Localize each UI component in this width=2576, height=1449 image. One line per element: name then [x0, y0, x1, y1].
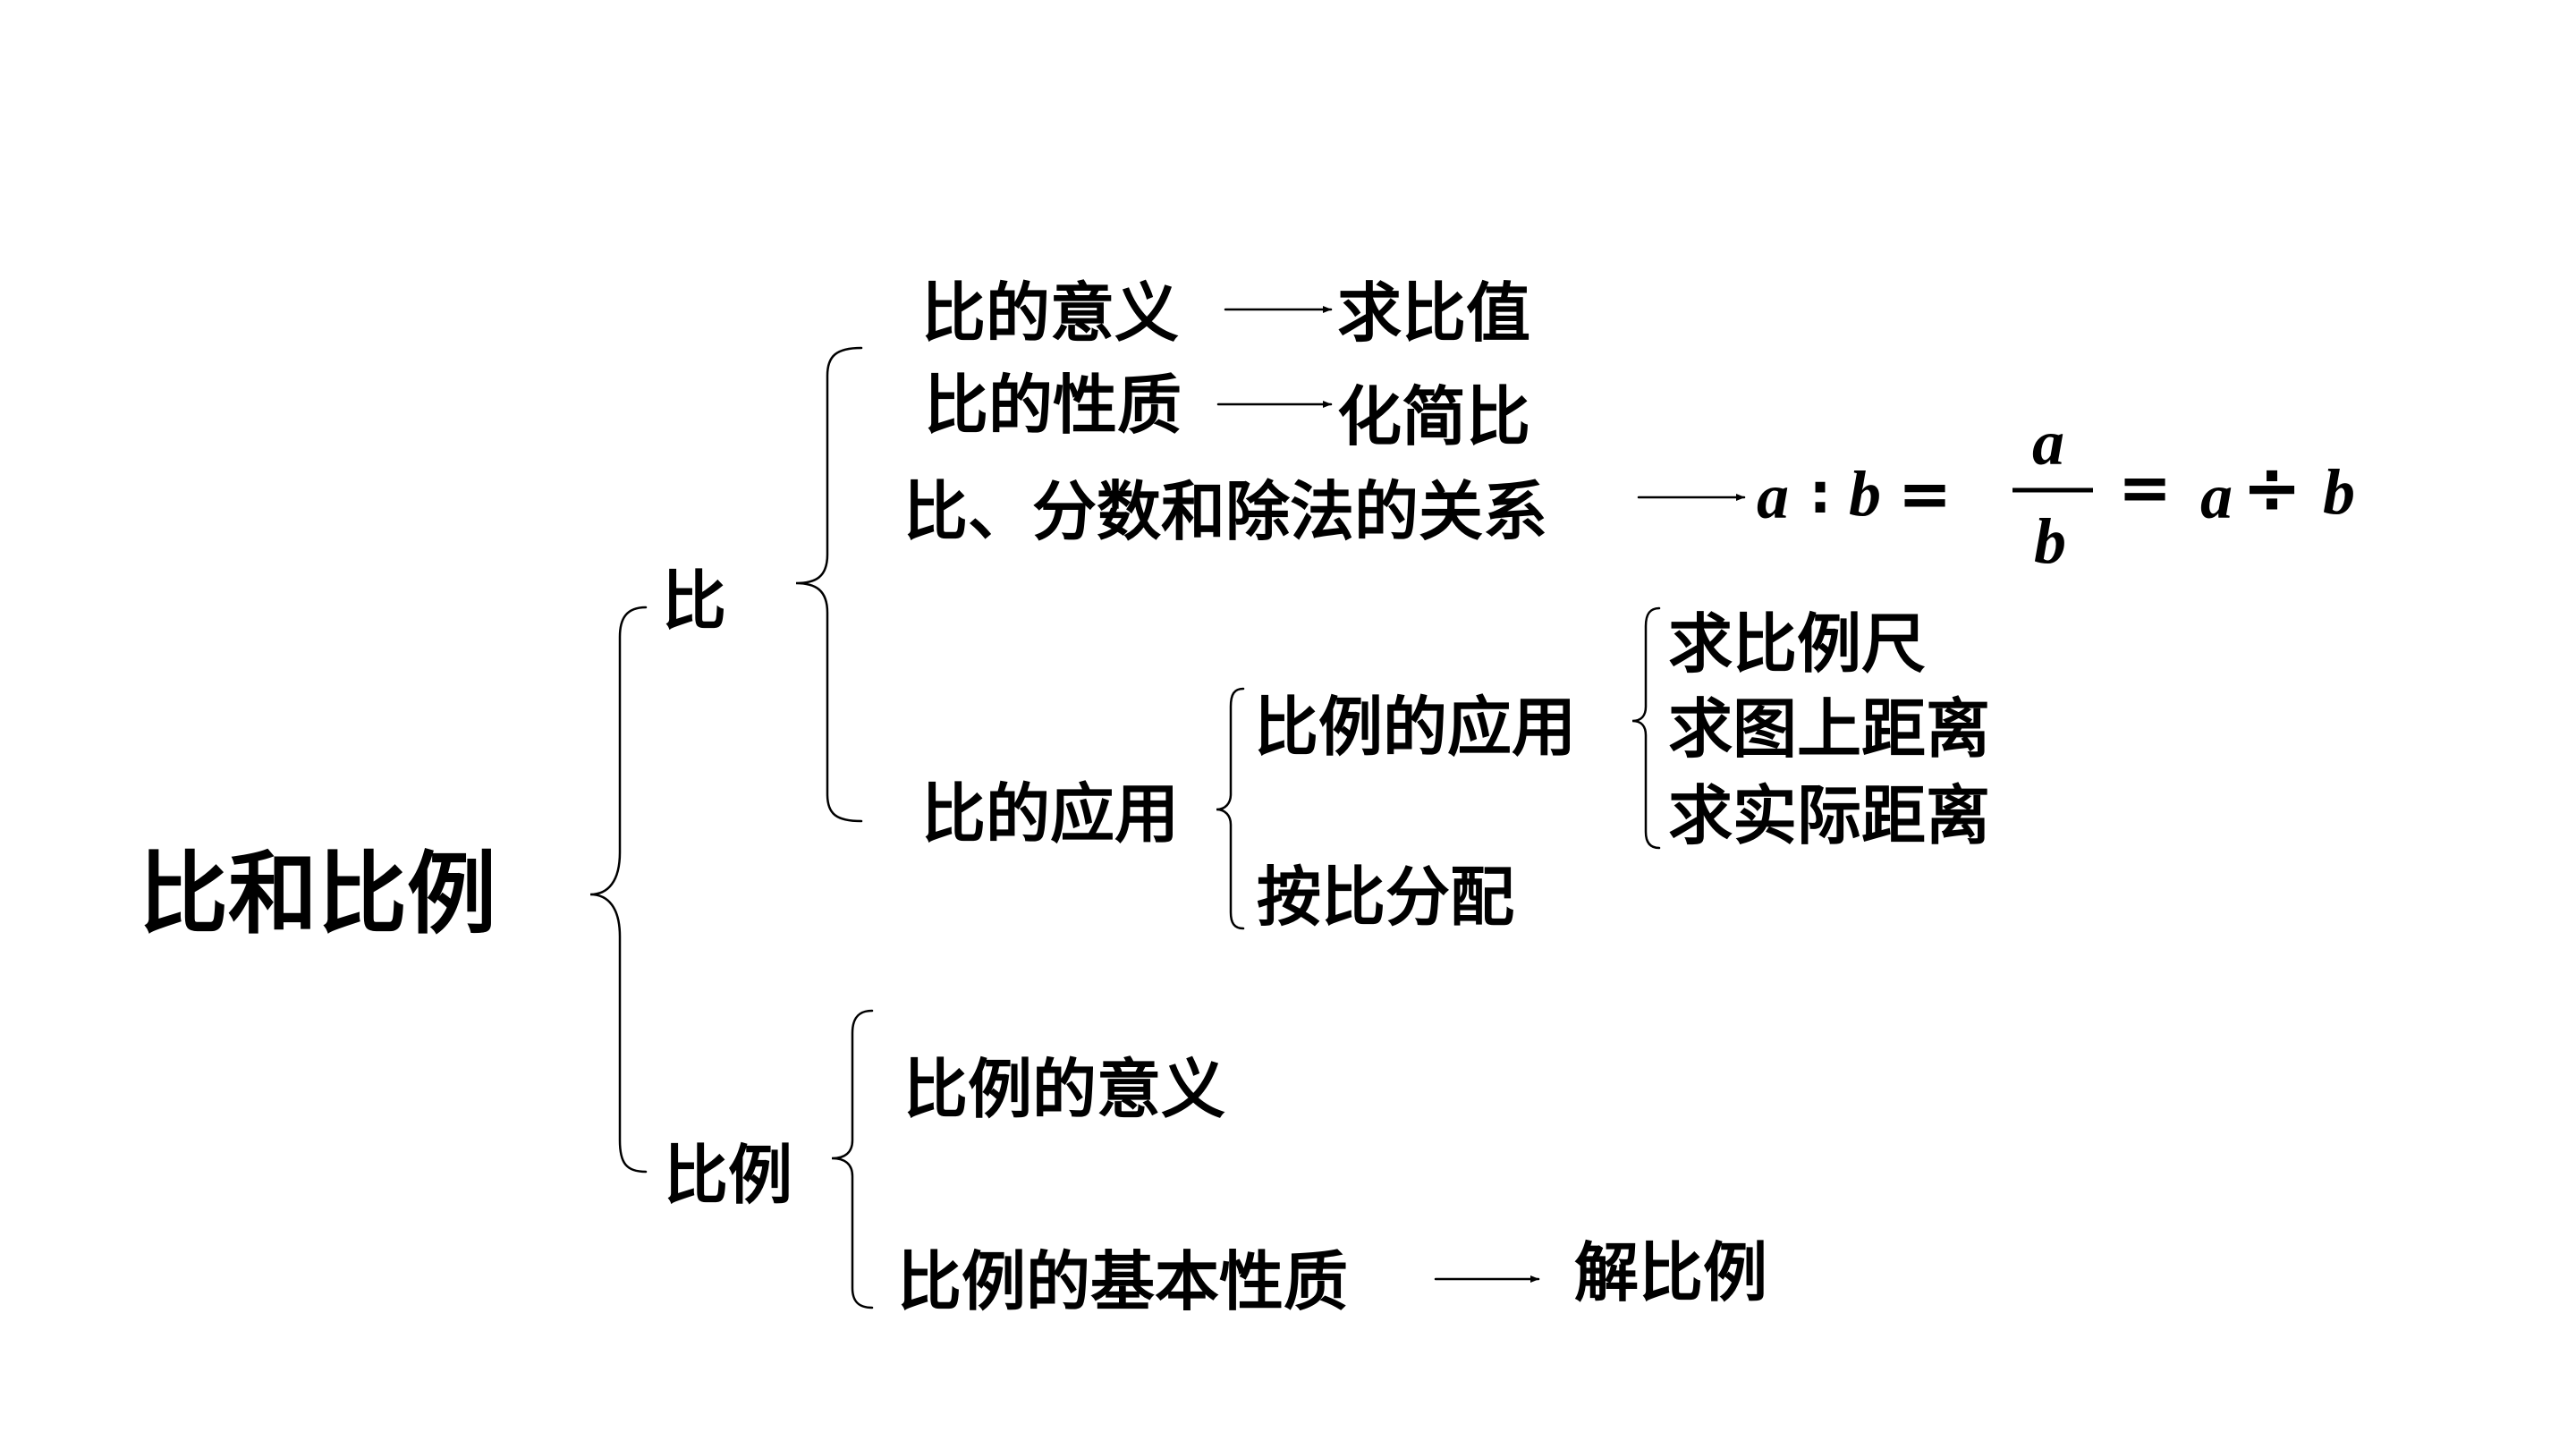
formula-b2: b [2323, 456, 2355, 528]
formula-eq1: = [1897, 456, 1953, 531]
bi-property-result: 化简比 [1337, 379, 1531, 454]
formula-numerator: a [2032, 407, 2064, 479]
proportion-application: 比例的应用 [1254, 690, 1577, 765]
bili-basic-property: 比例的基本性质 [897, 1244, 1349, 1319]
bi-relation: 比、分数和除法的关系 [903, 474, 1548, 549]
formula-denominator: b [2034, 505, 2066, 577]
formula-a1: a [1757, 461, 1789, 532]
bili-meaning: 比例的意义 [903, 1052, 1226, 1127]
bi-application: 比的应用 [921, 776, 1180, 852]
bi-distribution: 按比分配 [1257, 860, 1515, 935]
brace-proportion-application [1631, 606, 1661, 850]
formula-divide: ÷ [2241, 446, 2302, 530]
formula-b1: b [1849, 458, 1881, 530]
formula-eq2: = [2117, 450, 2173, 525]
bili-basic-property-result: 解比例 [1574, 1235, 1768, 1310]
formula-a2: a [2200, 461, 2233, 532]
bi-meaning-result: 求比值 [1337, 275, 1531, 351]
branch-bili: 比例 [664, 1138, 793, 1213]
proportion-application-item-actual-distance: 求实际距离 [1668, 778, 1991, 853]
formula-colon: : [1809, 461, 1832, 526]
root-title: 比和比例 [139, 842, 496, 946]
proportion-application-item-scale: 求比例尺 [1668, 606, 1927, 682]
bi-meaning: 比的意义 [921, 275, 1180, 351]
brace-bi [795, 346, 863, 823]
brace-bi-application [1216, 687, 1245, 930]
bi-property: 比的性质 [924, 368, 1182, 443]
branch-bi: 比 [662, 564, 727, 639]
brace-bili [831, 1009, 874, 1309]
brace-root [589, 606, 648, 1174]
proportion-application-item-map-distance: 求图上距离 [1668, 691, 1991, 767]
